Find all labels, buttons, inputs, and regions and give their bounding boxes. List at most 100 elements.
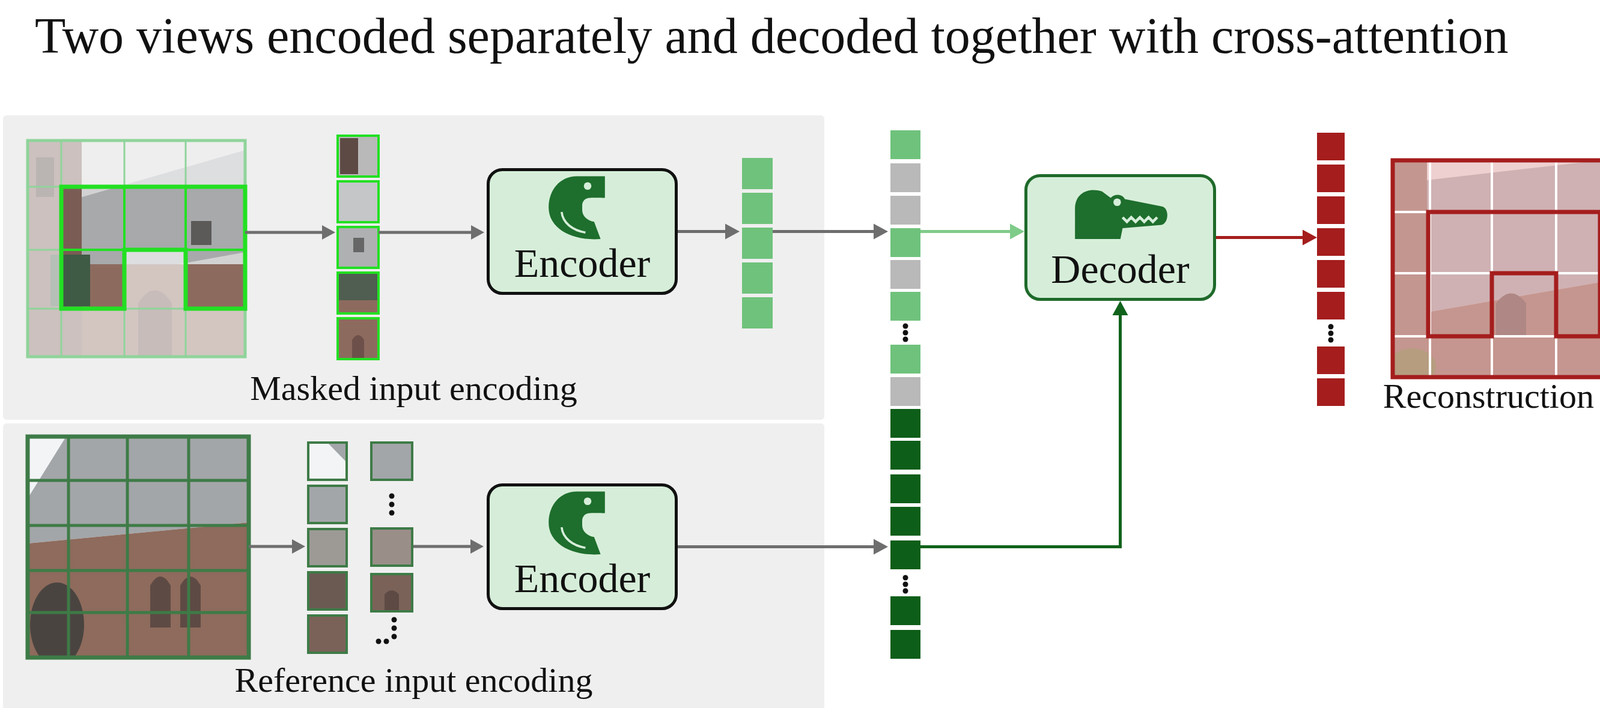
masked-image xyxy=(191,221,212,246)
masked-image xyxy=(124,249,186,309)
masked-image xyxy=(61,140,125,187)
encoder-box: Encoder xyxy=(486,168,678,296)
reference-patches xyxy=(371,442,413,481)
visible-patches xyxy=(337,135,379,360)
reference-patches xyxy=(371,528,413,566)
reconstruction-image xyxy=(1392,160,1600,378)
visible-patches xyxy=(337,181,379,223)
token-column xyxy=(742,227,773,259)
reconstruction-image xyxy=(1490,160,1494,378)
reconstruction-label: Reconstruction xyxy=(1383,376,1594,417)
visible-patches xyxy=(337,272,379,314)
reconstruction-image xyxy=(1554,160,1558,378)
visible-patches xyxy=(340,138,359,175)
token-column xyxy=(1317,132,1345,407)
reference-image xyxy=(27,479,249,483)
token-column xyxy=(1317,132,1345,161)
masked-image xyxy=(185,248,246,252)
box-label: Decoder xyxy=(1050,246,1190,293)
croc-encoder-icon xyxy=(548,176,606,240)
token-column xyxy=(742,297,773,329)
connector-line xyxy=(920,313,1121,548)
reconstruction-image xyxy=(1392,160,1600,378)
connector xyxy=(1216,230,1318,246)
reference-image xyxy=(67,436,71,658)
visible-patches xyxy=(337,272,379,314)
token-column xyxy=(890,441,921,470)
reference-patches xyxy=(308,529,347,567)
connector-line xyxy=(677,230,727,234)
masked-image xyxy=(124,308,186,357)
croc-encoder-icon xyxy=(561,527,586,548)
visible-patches xyxy=(337,135,379,177)
croc-decoder-icon xyxy=(1074,189,1168,240)
reference-patches xyxy=(371,574,413,612)
token-column xyxy=(890,344,921,374)
token-column xyxy=(1317,228,1345,256)
token-column xyxy=(890,130,921,660)
token-column xyxy=(1328,331,1334,337)
masked-image xyxy=(27,140,246,357)
reference-patches xyxy=(371,528,413,566)
masked-image xyxy=(185,308,246,357)
encoder-box: Encoder xyxy=(486,483,678,611)
masked-image xyxy=(27,140,246,357)
masked-image xyxy=(61,248,125,252)
masked-image xyxy=(27,140,246,357)
reference-patches xyxy=(391,626,398,632)
croc-encoder-icon xyxy=(584,498,592,506)
input-arrow xyxy=(413,545,473,549)
input-panel: Reference input encoding Encoder xyxy=(3,423,825,708)
token-column xyxy=(890,630,921,660)
reference-patches xyxy=(308,442,347,481)
reference-image xyxy=(27,436,249,667)
token-column xyxy=(890,377,921,407)
input-arrowhead xyxy=(471,225,485,240)
panel-label: Reference input encoding xyxy=(234,660,594,702)
visible-patches xyxy=(337,318,379,360)
input-arrowhead xyxy=(292,539,306,554)
masked-image xyxy=(185,140,246,187)
input-arrowhead xyxy=(322,225,336,240)
reference-patches xyxy=(308,486,347,524)
reference-image xyxy=(150,576,171,628)
reference-patches xyxy=(371,574,413,612)
reference-patches xyxy=(308,572,347,610)
input-panel: Masked input encoding Encoder xyxy=(3,115,825,408)
reference-patches xyxy=(308,442,347,481)
reconstruction-image xyxy=(1392,160,1600,378)
panel-label: Masked input encoding xyxy=(249,368,577,410)
reference-image xyxy=(27,524,249,528)
reference-image xyxy=(126,436,130,658)
token-column xyxy=(903,330,909,336)
masked-image xyxy=(27,140,246,357)
visible-patches xyxy=(352,335,365,360)
token-column xyxy=(903,582,909,588)
connector-line xyxy=(920,230,1012,234)
visible-patches xyxy=(353,237,365,253)
visible-patches xyxy=(337,181,379,223)
reconstruction-image xyxy=(1428,212,1600,337)
token-column xyxy=(890,540,921,570)
token-column xyxy=(1317,346,1345,375)
token-column xyxy=(890,163,921,193)
visible-patches xyxy=(337,227,379,268)
reference-patches xyxy=(389,493,395,500)
token-column xyxy=(890,130,921,160)
panel-ground xyxy=(3,115,825,708)
masked-image xyxy=(27,140,246,357)
token-column xyxy=(1317,196,1345,225)
masked-image xyxy=(61,186,246,309)
token-column xyxy=(903,323,909,330)
token-column xyxy=(1317,378,1345,407)
token-column xyxy=(903,575,909,581)
croc-encoder-icon xyxy=(561,212,586,233)
reconstruction-image xyxy=(1392,160,1600,378)
token-column xyxy=(890,596,921,626)
connector xyxy=(677,301,1129,556)
croc-encoder-icon xyxy=(584,182,592,191)
masked-image xyxy=(27,308,62,357)
